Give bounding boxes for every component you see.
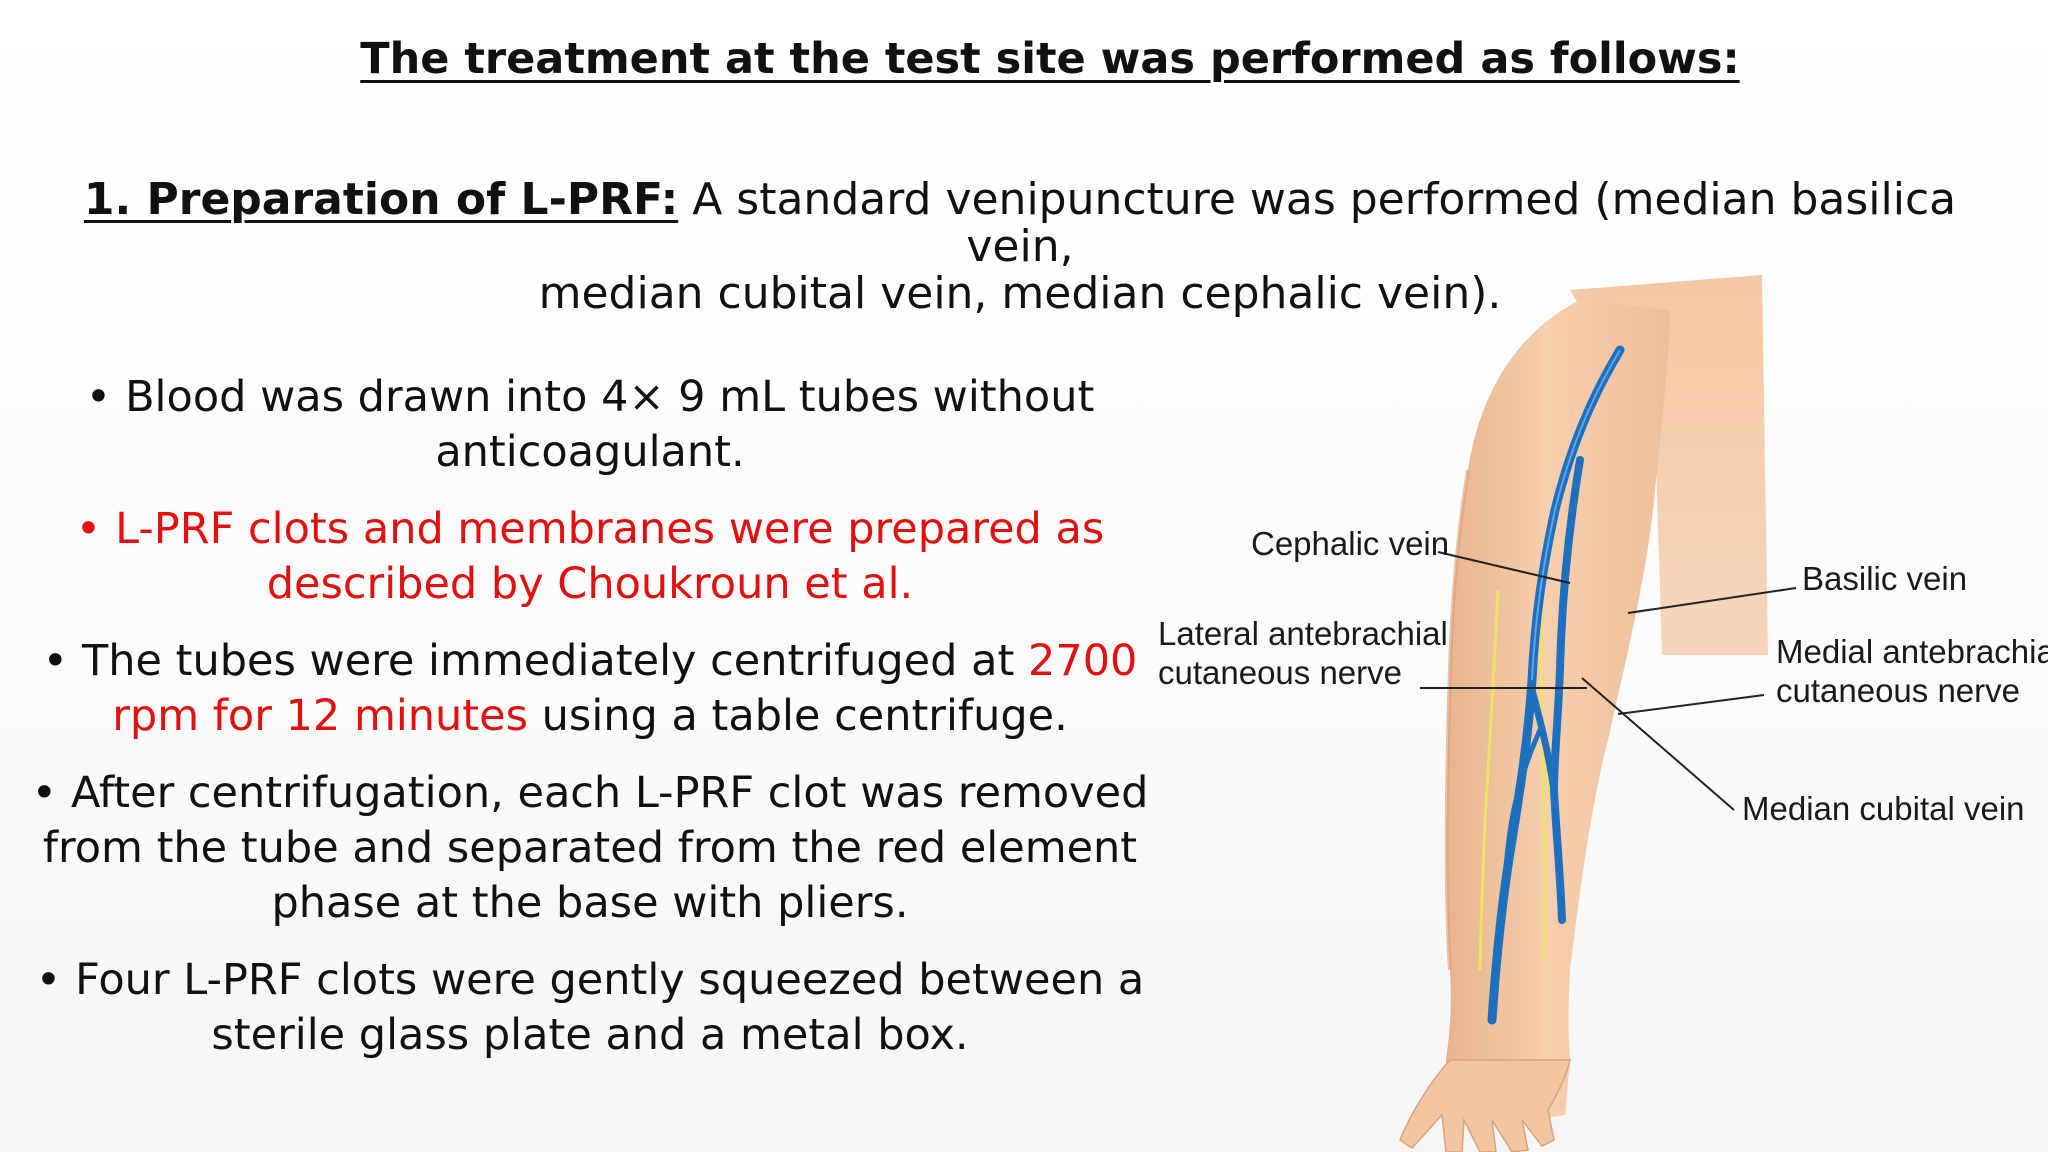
arm-vein-anatomy-figure: Cephalic vein Basilic vein Lateral anteb… [1158, 275, 2048, 1152]
label-median-cubital-vein: Median cubital vein [1742, 790, 2025, 827]
bullet-text: After centrifugation, each L-PRF clot wa… [70, 768, 1149, 818]
bullet-item-choukroun: • L-PRF clots and membranes were prepared… [20, 502, 1160, 612]
bullet-item-blood-draw: • Blood was drawn into 4× 9 mL tubes with… [20, 370, 1160, 480]
bullet-text: L-PRF clots and membranes were prepared … [115, 504, 1105, 554]
label-medial-nerve-line1: Medial antebrachial [1776, 633, 2048, 670]
intro-lead: 1. Preparation of L-PRF: [83, 174, 679, 225]
intro-text-line2: median cubital vein, median cephalic vei… [538, 268, 1502, 319]
bullet-marker: • [75, 504, 102, 554]
bullet-text: The tubes were immediately centrifuged a… [81, 636, 1028, 686]
bullet-item-centrifuge: • The tubes were immediately centrifuged … [20, 634, 1160, 744]
bullet-item-separation: • After centrifugation, each L-PRF clot w… [20, 766, 1160, 931]
bullet-text: using a table centrifuge. [528, 691, 1068, 741]
leader-basilic [1627, 587, 1797, 614]
bullet-marker: • [35, 955, 62, 1005]
slide-title: The treatment at the test site was perfo… [360, 34, 1740, 84]
bullet-text: Blood was drawn into 4× 9 mL tubes witho… [125, 372, 1095, 422]
bullet-highlight-duration: rpm for 12 minutes [112, 691, 529, 741]
vein-highlight [1531, 349, 1621, 681]
leader-cephalic [1437, 551, 1571, 584]
label-lateral-nerve-line1: Lateral antebrachial [1158, 615, 1448, 652]
hand-shape [1399, 1059, 1571, 1152]
bullet-text: described by Choukroun et al. [266, 559, 914, 609]
bullet-marker: • [85, 372, 112, 422]
leader-medial-nerve [1617, 694, 1765, 715]
label-medial-nerve-line2: cutaneous nerve [1776, 672, 2020, 709]
median-cubital-vein [1528, 686, 1558, 794]
intro-paragraph: 1. Preparation of L-PRF: A standard veni… [60, 176, 1980, 317]
bullet-highlight-rpm: 2700 [1027, 636, 1138, 686]
bullet-text: anticoagulant. [435, 427, 745, 477]
label-lateral-nerve-line2: cutaneous nerve [1158, 654, 1402, 691]
intro-text-line1: A standard venipuncture was performed (m… [678, 174, 1957, 272]
bullet-list: • Blood was drawn into 4× 9 mL tubes with… [20, 370, 1160, 1085]
bullet-text: Four L-PRF clots were gently squeezed be… [75, 955, 1145, 1005]
leader-median-cubital [1581, 677, 1735, 811]
label-cephalic-vein: Cephalic vein [1251, 525, 1449, 562]
bullet-text: from the tube and separated from the red… [42, 823, 1138, 873]
label-basilic-vein: Basilic vein [1802, 560, 1967, 597]
bullet-text: sterile glass plate and a metal box. [211, 1010, 969, 1060]
bullet-text: phase at the base with pliers. [271, 878, 909, 928]
basilic-vein [1549, 456, 1584, 924]
bullet-marker: • [31, 768, 57, 818]
bullet-marker: • [42, 636, 68, 686]
lateral-antebrachial-nerve [1478, 589, 1500, 971]
median-antebrachial-vein [1503, 727, 1543, 873]
bullet-item-squeeze: • Four L-PRF clots were gently squeezed b… [20, 953, 1160, 1063]
